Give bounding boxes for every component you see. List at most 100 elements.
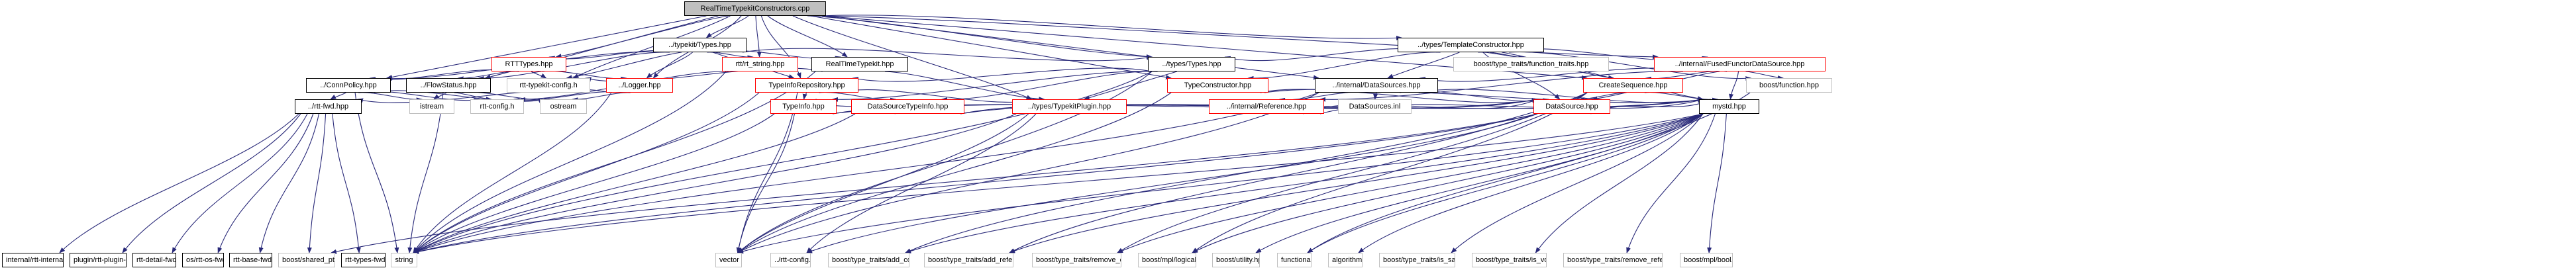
graph-edge bbox=[1192, 113, 1704, 253]
graph-node-algorithm[interactable]: algorithm bbox=[1328, 253, 1363, 267]
graph-node-label: boost/type_traits/add_const.hpp bbox=[832, 256, 909, 264]
graph-node-connpolicy[interactable]: ../ConnPolicy.hpp bbox=[306, 78, 391, 93]
graph-node-label: ../Logger.hpp bbox=[618, 81, 661, 89]
graph-node-createsequence[interactable]: CreateSequence.hpp bbox=[1583, 78, 1683, 93]
graph-edge bbox=[1707, 113, 1727, 253]
graph-node-function_traits[interactable]: boost/type_traits/function_traits.hpp bbox=[1453, 57, 1609, 71]
graph-edge bbox=[307, 113, 327, 253]
graph-node-base_fwd[interactable]: rtt-base-fwd.hpp bbox=[229, 253, 272, 267]
graph-node-label: string bbox=[395, 256, 413, 264]
graph-node-label: RTTTypes.hpp bbox=[505, 60, 553, 68]
graph-node-typekit_types[interactable]: ../typekit/Types.hpp bbox=[653, 38, 747, 52]
graph-node-string[interactable]: string bbox=[391, 253, 417, 267]
graph-edge bbox=[413, 113, 856, 253]
graph-node-mystd[interactable]: mystd.hpp bbox=[1699, 99, 1759, 114]
graph-node-label: boost/type_traits/add_reference.hpp bbox=[928, 256, 1013, 264]
graph-edge bbox=[332, 113, 361, 253]
graph-node-logical[interactable]: boost/mpl/logical.hpp bbox=[1138, 253, 1196, 267]
graph-node-typekitplugin[interactable]: ../types/TypekitPlugin.hpp bbox=[1012, 99, 1127, 114]
graph-node-label: DataSource.hpp bbox=[1545, 103, 1598, 111]
graph-node-types_fwd[interactable]: rtt-types-fwd.hpp bbox=[341, 253, 386, 267]
graph-edge bbox=[413, 113, 1017, 253]
graph-edge bbox=[646, 52, 693, 79]
graph-edge bbox=[1083, 71, 1178, 101]
graph-node-rt_string[interactable]: rtt/rt_string.hpp bbox=[722, 57, 798, 71]
graph-node-datasources_hpp[interactable]: ../internal/DataSources.hpp bbox=[1315, 78, 1438, 93]
graph-node-label: algorithm bbox=[1332, 256, 1362, 264]
graph-node-detail_fwd[interactable]: rtt-detail-fwd.hpp bbox=[132, 253, 176, 267]
graph-node-label: internal/rtt-internal-fwd.hpp bbox=[6, 256, 63, 264]
graph-node-label: boost/type_traits/function_traits.hpp bbox=[1473, 60, 1589, 68]
graph-node-label: rtt-typekit-config.h bbox=[519, 81, 578, 89]
graph-edge bbox=[821, 15, 1402, 40]
graph-node-tmpl_ctor[interactable]: ../types/TemplateConstructor.hpp bbox=[1398, 38, 1544, 52]
graph-node-typeinfo[interactable]: TypeInfo.hpp bbox=[770, 99, 837, 114]
graph-node-label: rtt-detail-fwd.hpp bbox=[136, 256, 176, 264]
graph-node-internal_fwd[interactable]: internal/rtt-internal-fwd.hpp bbox=[2, 253, 64, 267]
graph-node-remove_const[interactable]: boost/type_traits/remove_const.hpp bbox=[1032, 253, 1121, 267]
graph-node-rtt_fwd[interactable]: ../rtt-fwd.hpp bbox=[295, 99, 362, 114]
graph-node-rtttypes[interactable]: RTTTypes.hpp bbox=[491, 57, 566, 71]
graph-node-dstypeinfo[interactable]: DataSourceTypeInfo.hpp bbox=[851, 99, 964, 114]
graph-node-label: boost/type_traits/remove_const.hpp bbox=[1036, 256, 1121, 264]
graph-edge bbox=[1117, 92, 1588, 253]
graph-node-functional[interactable]: functional bbox=[1277, 253, 1312, 267]
graph-node-label: os/rtt-os-fwd.hpp bbox=[186, 256, 223, 264]
graph-edge bbox=[407, 92, 444, 253]
graph-node-logger[interactable]: ../Logger.hpp bbox=[606, 78, 673, 93]
graph-node-label: boost/function.hpp bbox=[1759, 81, 1819, 89]
graph-edge bbox=[905, 92, 1588, 253]
graph-node-is_void[interactable]: boost/type_traits/is_void.hpp bbox=[1472, 253, 1547, 267]
graph-node-types_types[interactable]: ../types/Types.hpp bbox=[1148, 57, 1235, 71]
graph-node-add_const[interactable]: boost/type_traits/add_const.hpp bbox=[828, 253, 909, 267]
graph-node-label: ../typekit/Types.hpp bbox=[668, 41, 731, 49]
graph-node-vector[interactable]: vector bbox=[715, 253, 742, 267]
graph-node-typekit_config[interactable]: rtt-typekit-config.h bbox=[507, 78, 590, 93]
graph-edge bbox=[1307, 113, 1704, 253]
graph-node-label: boost/mpl/bool.hpp bbox=[1684, 256, 1732, 264]
graph-node-rtt_config_b[interactable]: ../rtt-config.h bbox=[770, 253, 811, 267]
graph-node-os_fwd[interactable]: os/rtt-os-fwd.hpp bbox=[182, 253, 224, 267]
graph-node-label: ../internal/Reference.hpp bbox=[1226, 103, 1307, 111]
graph-node-remove_reference[interactable]: boost/type_traits/remove_reference.hpp bbox=[1563, 253, 1663, 267]
graph-edge bbox=[1645, 70, 1727, 81]
graph-node-label: rtt-base-fwd.hpp bbox=[233, 256, 272, 264]
graph-node-label: boost/type_traits/remove_reference.hpp bbox=[1567, 256, 1662, 264]
graph-edge bbox=[1255, 113, 1704, 253]
graph-edge bbox=[742, 48, 1153, 62]
graph-edge bbox=[1745, 71, 1784, 81]
graph-edge bbox=[1578, 92, 1626, 102]
graph-node-label: boost/shared_ptr.hpp bbox=[282, 256, 335, 264]
graph-node-plugin_fwd[interactable]: plugin/rtt-plugin-fwd.hpp bbox=[70, 253, 127, 267]
graph-node-root[interactable]: RealTimeTypekitConstructors.cpp bbox=[684, 1, 826, 16]
graph-node-ostream[interactable]: ostream bbox=[540, 99, 587, 114]
graph-edge bbox=[413, 113, 1538, 254]
graph-node-is_same[interactable]: boost/type_traits/is_same.hpp bbox=[1379, 253, 1455, 267]
graph-node-typeconstructor[interactable]: TypeConstructor.hpp bbox=[1167, 78, 1268, 93]
graph-node-istream[interactable]: istream bbox=[409, 99, 454, 114]
graph-edge bbox=[433, 92, 447, 100]
graph-edge bbox=[413, 113, 775, 253]
graph-edge bbox=[1373, 92, 1378, 100]
graph-node-typeinforepo[interactable]: TypeInfoRepository.hpp bbox=[755, 78, 858, 93]
graph-node-fused_functor[interactable]: ../internal/FusedFunctorDataSource.hpp bbox=[1654, 57, 1826, 71]
graph-node-datasources_inl[interactable]: DataSources.inl bbox=[1338, 99, 1412, 114]
graph-edge bbox=[1009, 92, 1588, 253]
graph-node-label: ../ConnPolicy.hpp bbox=[320, 81, 377, 89]
graph-node-label: ../FlowStatus.hpp bbox=[420, 81, 477, 89]
graph-node-boost_function[interactable]: boost/function.hpp bbox=[1746, 78, 1832, 93]
graph-node-realtimetypekit[interactable]: RealTimeTypekit.hpp bbox=[811, 57, 908, 71]
graph-node-reference[interactable]: ../internal/Reference.hpp bbox=[1209, 99, 1324, 114]
graph-node-flowstatus[interactable]: ../FlowStatus.hpp bbox=[406, 78, 491, 93]
graph-node-rtt_config[interactable]: rtt-config.h bbox=[470, 99, 524, 114]
graph-node-mpl_bool[interactable]: boost/mpl/bool.hpp bbox=[1680, 253, 1733, 267]
graph-node-add_reference[interactable]: boost/type_traits/add_reference.hpp bbox=[924, 253, 1013, 267]
graph-edge bbox=[884, 71, 1045, 102]
graph-node-utility[interactable]: boost/utility.hpp bbox=[1212, 253, 1260, 267]
graph-node-shared_ptr[interactable]: boost/shared_ptr.hpp bbox=[278, 253, 335, 267]
graph-node-datasource[interactable]: DataSource.hpp bbox=[1533, 99, 1610, 114]
graph-node-label: RealTimeTypekit.hpp bbox=[825, 60, 894, 68]
graph-edge bbox=[217, 113, 314, 253]
graph-edge bbox=[806, 113, 1037, 253]
